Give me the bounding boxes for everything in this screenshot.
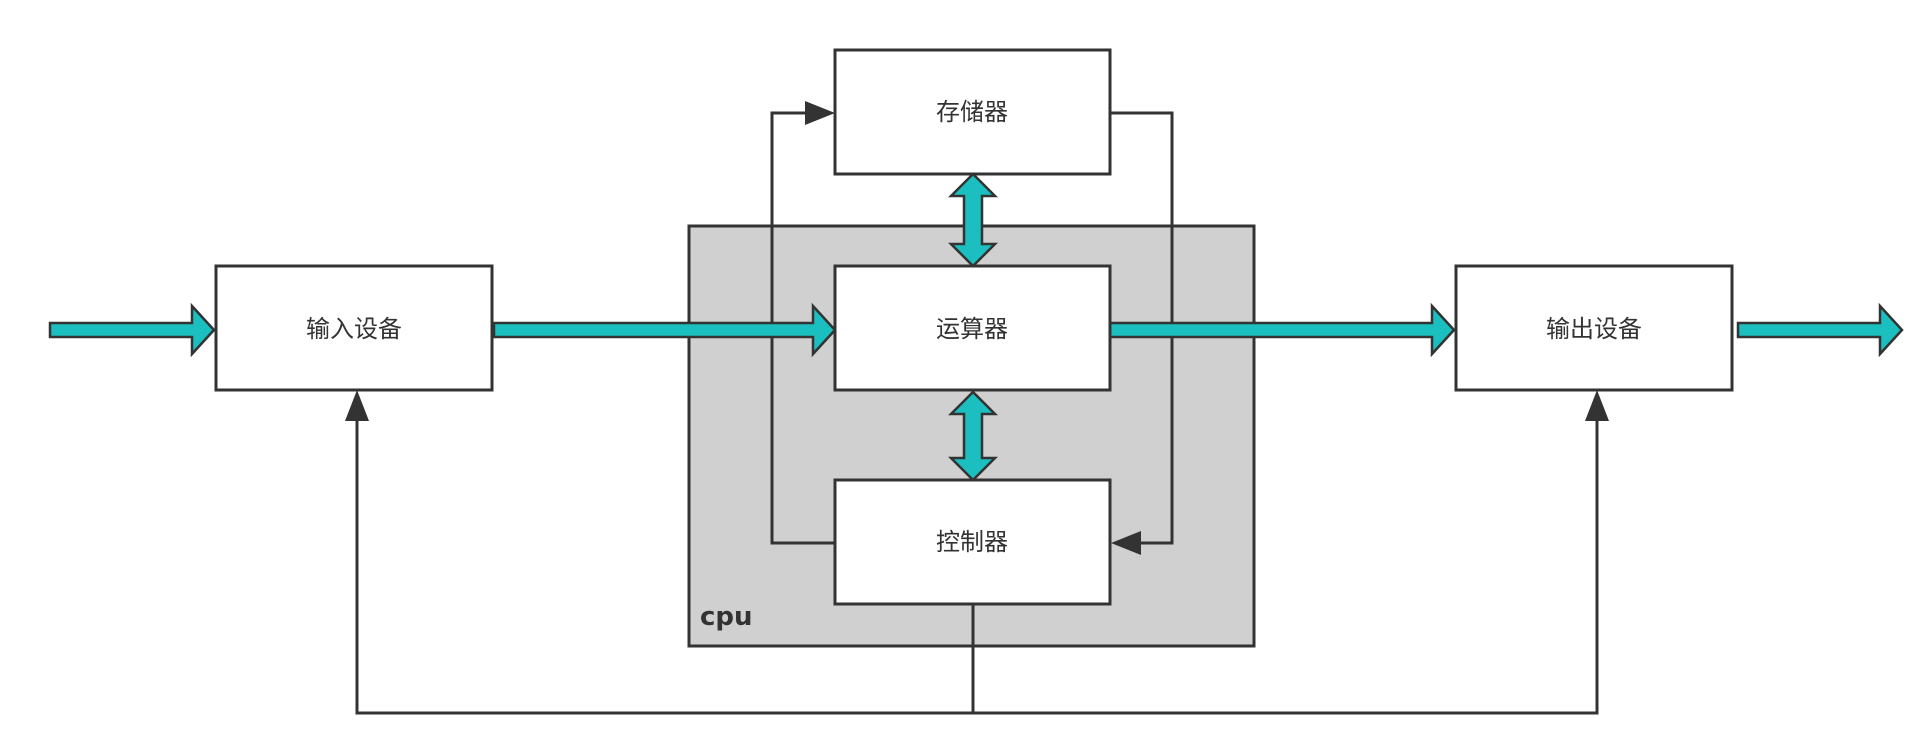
control-to-input-line [355,418,973,715]
cpu-label: cpu [700,602,753,632]
arrowhead-into-input [345,390,369,421]
storage-label: 存储器 [936,98,1008,126]
output-device-label: 输出设备 [1546,315,1642,343]
output-to-external-arrow [1736,302,1904,358]
alu-box [833,264,1112,392]
output-device-box [1454,264,1734,392]
storage-box [833,48,1112,176]
input-to-alu-arrow [492,302,837,358]
control-to-output-line [973,418,1599,715]
arrowhead-into-control [1111,531,1141,555]
arrowhead-into-output [1585,390,1609,421]
input-device-label: 输入设备 [306,315,402,343]
control-label: 控制器 [936,528,1008,556]
alu-label: 运算器 [936,315,1008,343]
storage-alu-bidirectional-arrow [947,172,999,268]
external-to-input-arrow [48,302,216,358]
alu-to-output-arrow [1108,302,1456,358]
control-box [833,478,1112,606]
arrowhead-into-storage [805,101,835,125]
input-device-box [214,264,494,392]
